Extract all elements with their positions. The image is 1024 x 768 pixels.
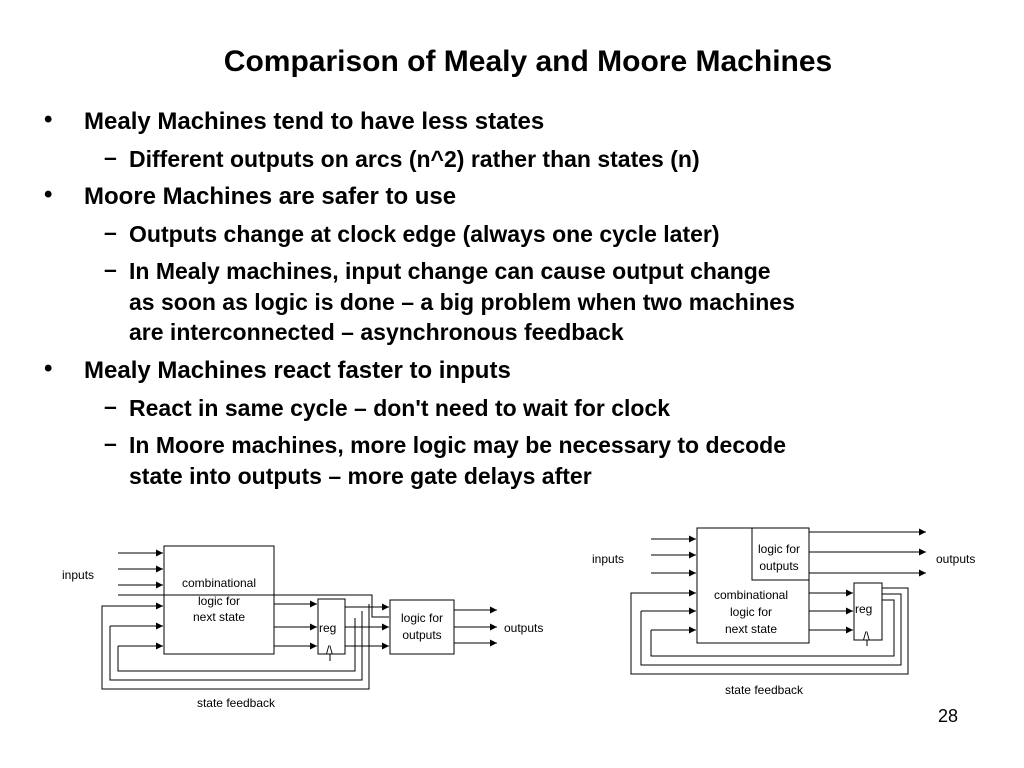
- slide-title: Comparison of Mealy and Moore Machines: [223, 45, 833, 78]
- sub-bullet-mealy-async-line1: In Mealy machines, input change can caus…: [129, 258, 771, 284]
- bullet-mealy-faster: Mealy Machines react faster to inputs: [84, 357, 511, 384]
- comb-logic-label: next state: [725, 622, 777, 636]
- dash-marker: –: [104, 144, 117, 170]
- mealy-labels: inputs combinational logic for next stat…: [62, 568, 543, 710]
- feedback-loop: [101, 604, 370, 690]
- feedback-loop: [640, 593, 902, 666]
- register-label: reg: [855, 602, 872, 616]
- comb-logic-label: combinational: [182, 576, 256, 590]
- bullet-marker: •: [44, 355, 53, 382]
- bullet-mealy-fewer-states: Mealy Machines tend to have less states: [84, 108, 545, 135]
- comb-logic-label: combinational: [714, 588, 788, 602]
- sub-bullet-mealy-async-line3: are interconnected – asynchronous feedba…: [129, 319, 624, 345]
- moore-labels: inputs logic for outputs outputs combina…: [592, 542, 975, 697]
- input-bypass-line: [118, 594, 389, 618]
- sub-bullet-clock-edge: Outputs change at clock edge (always one…: [129, 221, 720, 247]
- sub-bullet-mealy-async-line2: as soon as logic is done – a big problem…: [129, 289, 795, 315]
- comb-logic-box: [163, 545, 275, 655]
- dash-marker: –: [104, 256, 117, 282]
- comb-logic-label: next state: [193, 610, 245, 624]
- feedback-loop: [630, 587, 909, 675]
- inputs-label: inputs: [62, 568, 94, 582]
- bullet-marker: •: [44, 106, 53, 133]
- output-logic-label: logic for: [401, 611, 443, 625]
- register-label: reg: [319, 621, 336, 635]
- outputs-label: outputs: [936, 552, 975, 566]
- output-logic-box: [389, 599, 455, 655]
- dash-marker: –: [104, 393, 117, 419]
- feedback-loop: [117, 618, 356, 672]
- dash-marker: –: [104, 430, 117, 456]
- comb-logic-label: logic for: [198, 594, 240, 608]
- register-box: [853, 582, 883, 641]
- outputs-label: outputs: [504, 621, 543, 635]
- state-feedback-label: state feedback: [725, 683, 804, 697]
- feedback-loop: [109, 611, 363, 681]
- bullet-moore-safer: Moore Machines are safer to use: [84, 183, 457, 210]
- sub-bullet-outputs-on-arcs: Different outputs on arcs (n^2) rather t…: [129, 146, 700, 172]
- sub-bullet-moore-decode-line1: In Moore machines, more logic may be nec…: [129, 432, 787, 458]
- feedback-loop: [650, 599, 895, 657]
- output-logic-label: outputs: [759, 559, 798, 573]
- state-feedback-label: state feedback: [197, 696, 276, 710]
- output-logic-box: [751, 527, 810, 581]
- comb-logic-label: logic for: [730, 605, 772, 619]
- output-logic-label: outputs: [402, 628, 441, 642]
- dash-marker: –: [104, 219, 117, 245]
- inputs-label: inputs: [592, 552, 624, 566]
- moore-diagram: [630, 527, 926, 675]
- sub-bullet-moore-decode-line2: state into outputs – more gate delays af…: [129, 463, 592, 489]
- output-logic-label: logic for: [758, 542, 800, 556]
- sub-bullet-same-cycle: React in same cycle – don't need to wait…: [129, 395, 671, 421]
- page-number: 28: [938, 706, 959, 726]
- bullet-marker: •: [44, 181, 53, 208]
- mealy-diagram: [101, 545, 497, 690]
- clock-mark: /\: [326, 643, 333, 657]
- clock-mark: /\: [863, 629, 870, 643]
